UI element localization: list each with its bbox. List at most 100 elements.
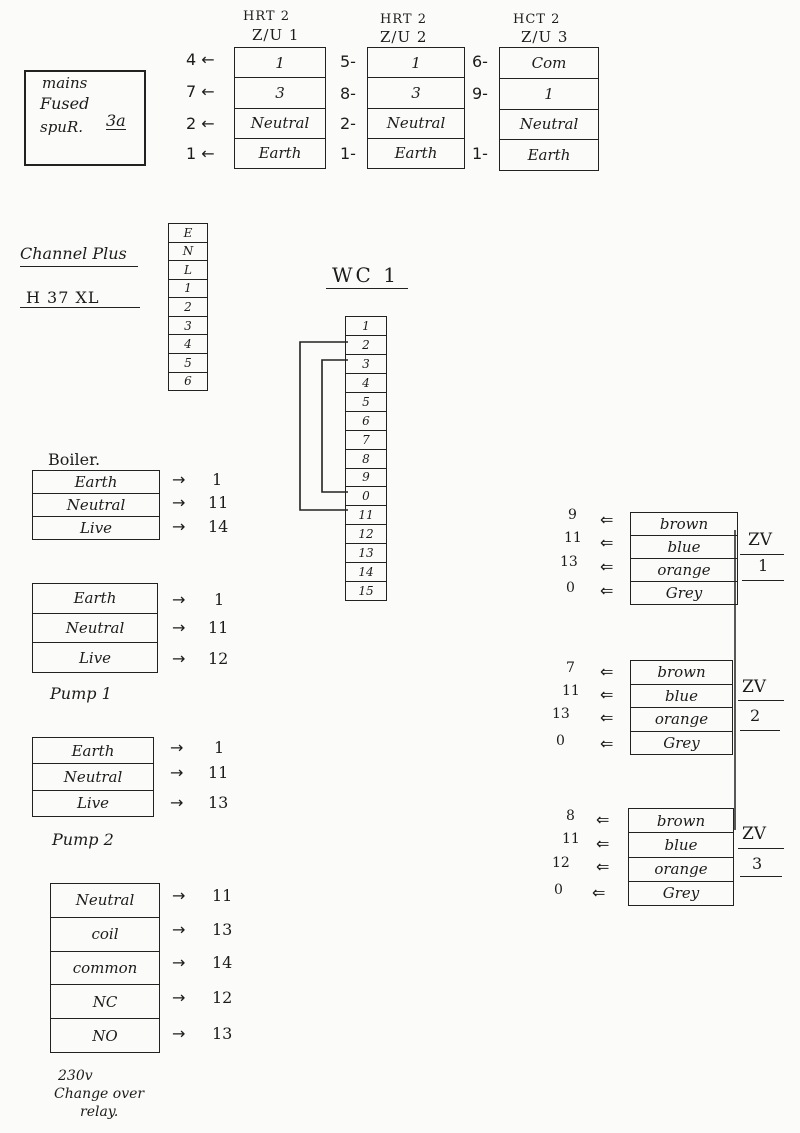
- zv2-label-underline: [738, 700, 784, 701]
- zone1-header-2: Z/U 1: [252, 26, 300, 44]
- relay-row: common: [51, 952, 159, 986]
- zv3-label-underline: [738, 848, 784, 849]
- zv1-row: blue: [631, 536, 737, 559]
- zv2-row: orange: [631, 708, 732, 732]
- zone2-row: 3: [368, 78, 464, 109]
- zone3-terminal-table: Com 1 Neutral Earth: [499, 47, 599, 171]
- relay-row: coil: [51, 918, 159, 952]
- mains-label-line1: mains: [42, 74, 88, 92]
- right-arrow-icon: →: [172, 988, 186, 1007]
- relay-label-line2: Change over: [54, 1086, 145, 1102]
- mains-fused-spur-box: [24, 70, 146, 166]
- mains-label-line2: Fused: [40, 94, 90, 113]
- channel-plus-model-underline: [20, 307, 140, 308]
- right-arrow-icon: →: [172, 649, 186, 668]
- left-arrow-icon: ⇐: [600, 581, 614, 600]
- zv3-number-underline: [740, 876, 782, 877]
- right-arrow-icon: →: [172, 886, 186, 905]
- zv1-number: 1: [758, 556, 769, 575]
- boiler-target: 1: [212, 470, 223, 489]
- channel-plus-terminal-strip: E N L 1 2 3 4 5 6: [168, 223, 208, 391]
- zv3-row: Grey: [662, 884, 700, 903]
- zone3-ref: 9-: [472, 84, 488, 103]
- right-arrow-icon: →: [170, 793, 184, 812]
- channel-plus-terminal: 1: [169, 280, 207, 299]
- relay-row: NO: [92, 1026, 118, 1045]
- left-arrow-icon: ⇐: [596, 857, 610, 876]
- channel-plus-model: H 37 XL: [26, 288, 100, 307]
- mains-rating: 3a: [106, 111, 126, 130]
- wc1-terminal: 1: [346, 317, 386, 336]
- zone1-row: Earth: [258, 144, 302, 163]
- zv1-ref: 13: [560, 554, 578, 570]
- pump2-label: Pump 2: [52, 830, 114, 849]
- left-arrow-icon: ⇐: [600, 557, 614, 576]
- wc1-title: WC 1: [332, 263, 399, 287]
- channel-plus-terminal: L: [169, 261, 207, 280]
- zv3-ref: 8: [566, 808, 575, 824]
- zv1-label: ZV: [748, 530, 773, 550]
- zv1-row: Grey: [665, 584, 703, 602]
- zv1-number-underline: [742, 580, 784, 581]
- relay-target: 12: [212, 988, 233, 1007]
- zv2-label: ZV: [742, 677, 767, 697]
- right-arrow-icon: →: [172, 618, 186, 637]
- zv2-row: brown: [631, 661, 732, 685]
- zv1-ref: 11: [564, 530, 582, 546]
- relay-terminal-table: Neutral coil common NC NO: [50, 883, 160, 1053]
- wc1-link-wires: [299, 341, 348, 511]
- zv2-number: 2: [750, 706, 761, 725]
- wc1-terminal: 0: [346, 487, 386, 507]
- zv3-row: orange: [629, 858, 733, 882]
- channel-plus-terminal: 2: [169, 298, 207, 317]
- relay-label-line3: relay.: [80, 1104, 119, 1120]
- wc1-terminal: 11: [346, 506, 386, 526]
- wc1-terminal: 12: [346, 525, 386, 545]
- zone3-row: 1: [500, 79, 598, 110]
- zv2-ref: 11: [562, 683, 580, 699]
- zone1-header-1: HRT 2: [243, 9, 290, 24]
- pump2-target: 13: [208, 793, 229, 812]
- right-arrow-icon: →: [172, 517, 186, 536]
- zone2-ref: 2-: [340, 114, 356, 133]
- wc1-terminal: 9: [346, 469, 386, 488]
- zv1-row: orange: [631, 559, 737, 582]
- wc1-terminal: 6: [346, 412, 386, 431]
- pump1-target: 1: [214, 590, 225, 609]
- channel-plus-terminal: 4: [169, 335, 207, 354]
- relay-target: 14: [212, 953, 233, 972]
- boiler-row: Neutral: [33, 494, 159, 517]
- zone3-ref: 1-: [472, 144, 488, 163]
- channel-plus-title: Channel Plus: [20, 244, 127, 263]
- zone1-row: Neutral: [235, 109, 325, 139]
- zone1-ref: 4 ←: [186, 50, 215, 69]
- pump1-target: 11: [208, 618, 229, 637]
- left-arrow-icon: ⇐: [600, 708, 614, 727]
- zone1-row: 1: [235, 48, 325, 79]
- wc1-terminal: 7: [346, 431, 386, 450]
- boiler-target: 11: [208, 493, 229, 512]
- zone1-ref: 2 ←: [186, 114, 215, 133]
- wc1-terminal: 4: [346, 374, 386, 393]
- relay-label-line1: 230v: [58, 1068, 93, 1084]
- right-arrow-icon: →: [170, 763, 184, 782]
- zone2-row: Earth: [394, 144, 438, 163]
- zv3-number: 3: [752, 854, 763, 873]
- left-arrow-icon: ⇐: [600, 734, 614, 753]
- pump1-terminal-table: Earth Neutral Live: [32, 583, 158, 673]
- zv1-label-underline: [740, 554, 784, 555]
- left-arrow-icon: ⇐: [600, 533, 614, 552]
- relay-row: NC: [51, 985, 159, 1020]
- wc1-terminal: 8: [346, 450, 386, 469]
- zv2-row: blue: [631, 685, 732, 708]
- pump1-row: Live: [78, 648, 112, 667]
- pump1-row: Earth: [33, 584, 157, 614]
- wc1-terminal: 5: [346, 393, 386, 412]
- zone2-ref: 8-: [340, 84, 356, 103]
- wc1-terminal: 15: [358, 584, 374, 599]
- right-arrow-icon: →: [170, 738, 184, 757]
- right-arrow-icon: →: [172, 470, 186, 489]
- zv3-ref: 0: [554, 882, 563, 898]
- pump1-target: 12: [208, 649, 229, 668]
- zone1-ref: 7 ←: [186, 82, 215, 101]
